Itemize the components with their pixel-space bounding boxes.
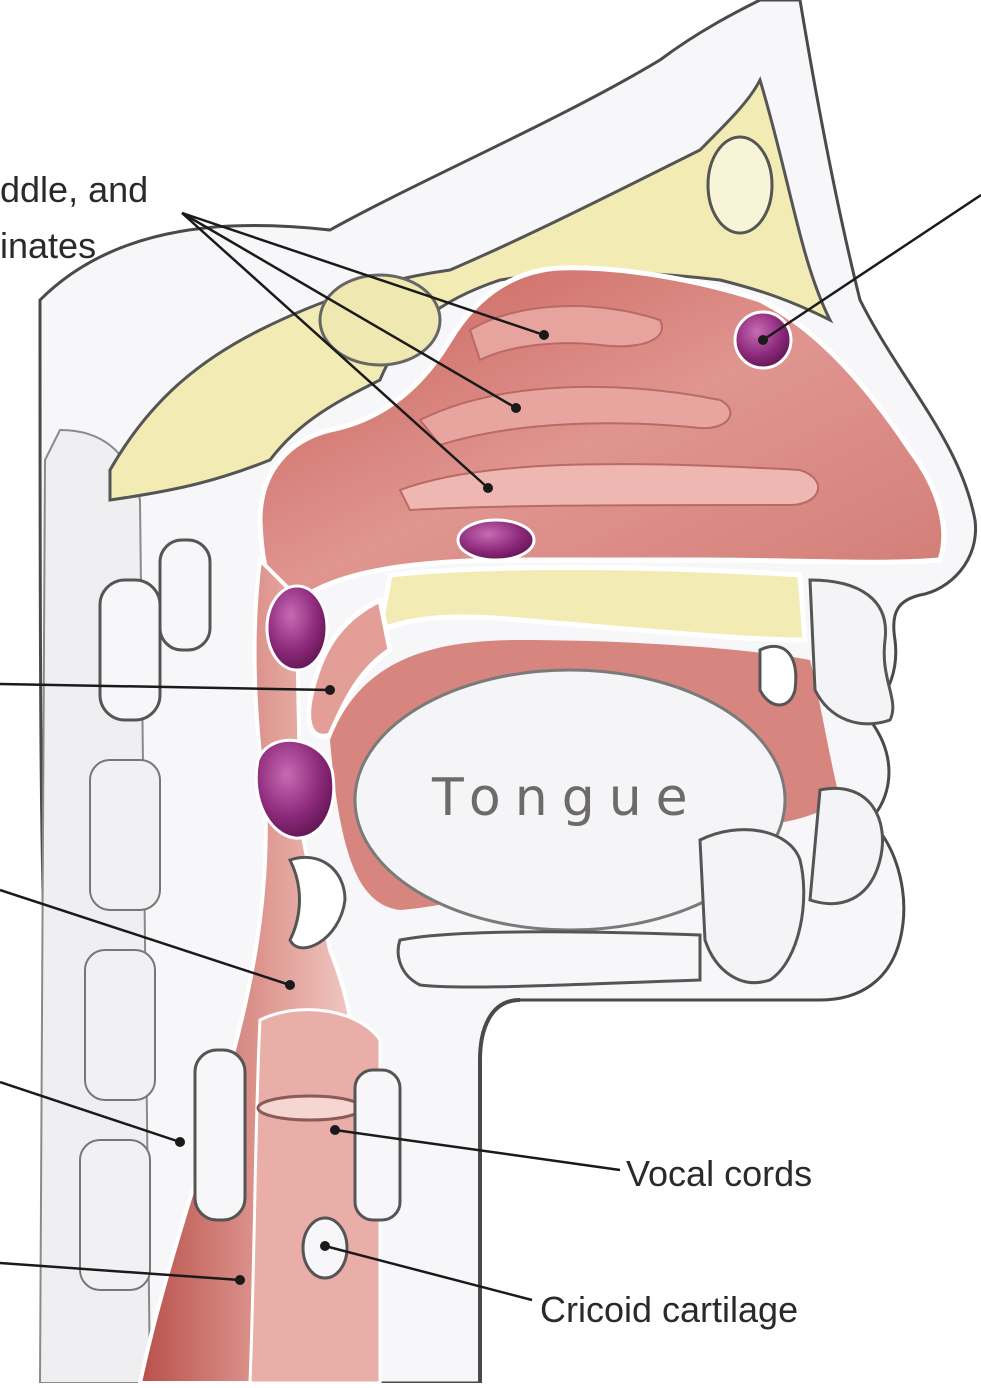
upper-tooth bbox=[760, 646, 796, 705]
vertebra bbox=[160, 540, 210, 650]
arytenoid-cartilage bbox=[195, 1050, 245, 1220]
vertebra bbox=[90, 760, 160, 910]
vocal-cords bbox=[258, 1096, 362, 1120]
adenoid-tonsil bbox=[458, 520, 534, 560]
leader-dot bbox=[539, 330, 549, 340]
leader-dot bbox=[511, 403, 521, 413]
palatine-tonsil-upper bbox=[267, 586, 327, 670]
vertebra bbox=[80, 1140, 150, 1290]
mandible bbox=[700, 830, 804, 983]
leader-dot bbox=[320, 1241, 330, 1251]
leader-dot bbox=[235, 1275, 245, 1285]
sphenoid-sinus bbox=[320, 275, 440, 365]
leader-dot bbox=[285, 980, 295, 990]
turbinates-label-line2: inates bbox=[0, 225, 96, 266]
cricoid-cartilage-label: Cricoid cartilage bbox=[540, 1289, 798, 1330]
leader-dot bbox=[330, 1125, 340, 1135]
vertebra bbox=[100, 580, 160, 720]
leader-dot bbox=[175, 1137, 185, 1147]
leader-dot bbox=[483, 483, 493, 493]
vertebra bbox=[85, 950, 155, 1100]
thyroid-cartilage bbox=[355, 1070, 400, 1220]
leader-dot bbox=[325, 685, 335, 695]
hyoid-bone bbox=[398, 932, 700, 987]
turbinates-label-line1: ddle, and bbox=[0, 169, 148, 210]
frontal-sinus bbox=[708, 137, 772, 233]
vocal-cords-label: Vocal cords bbox=[626, 1153, 812, 1194]
front-neck-outline bbox=[480, 1000, 520, 1383]
leader-dot bbox=[758, 335, 768, 345]
tongue-label: Tongue bbox=[431, 768, 702, 828]
